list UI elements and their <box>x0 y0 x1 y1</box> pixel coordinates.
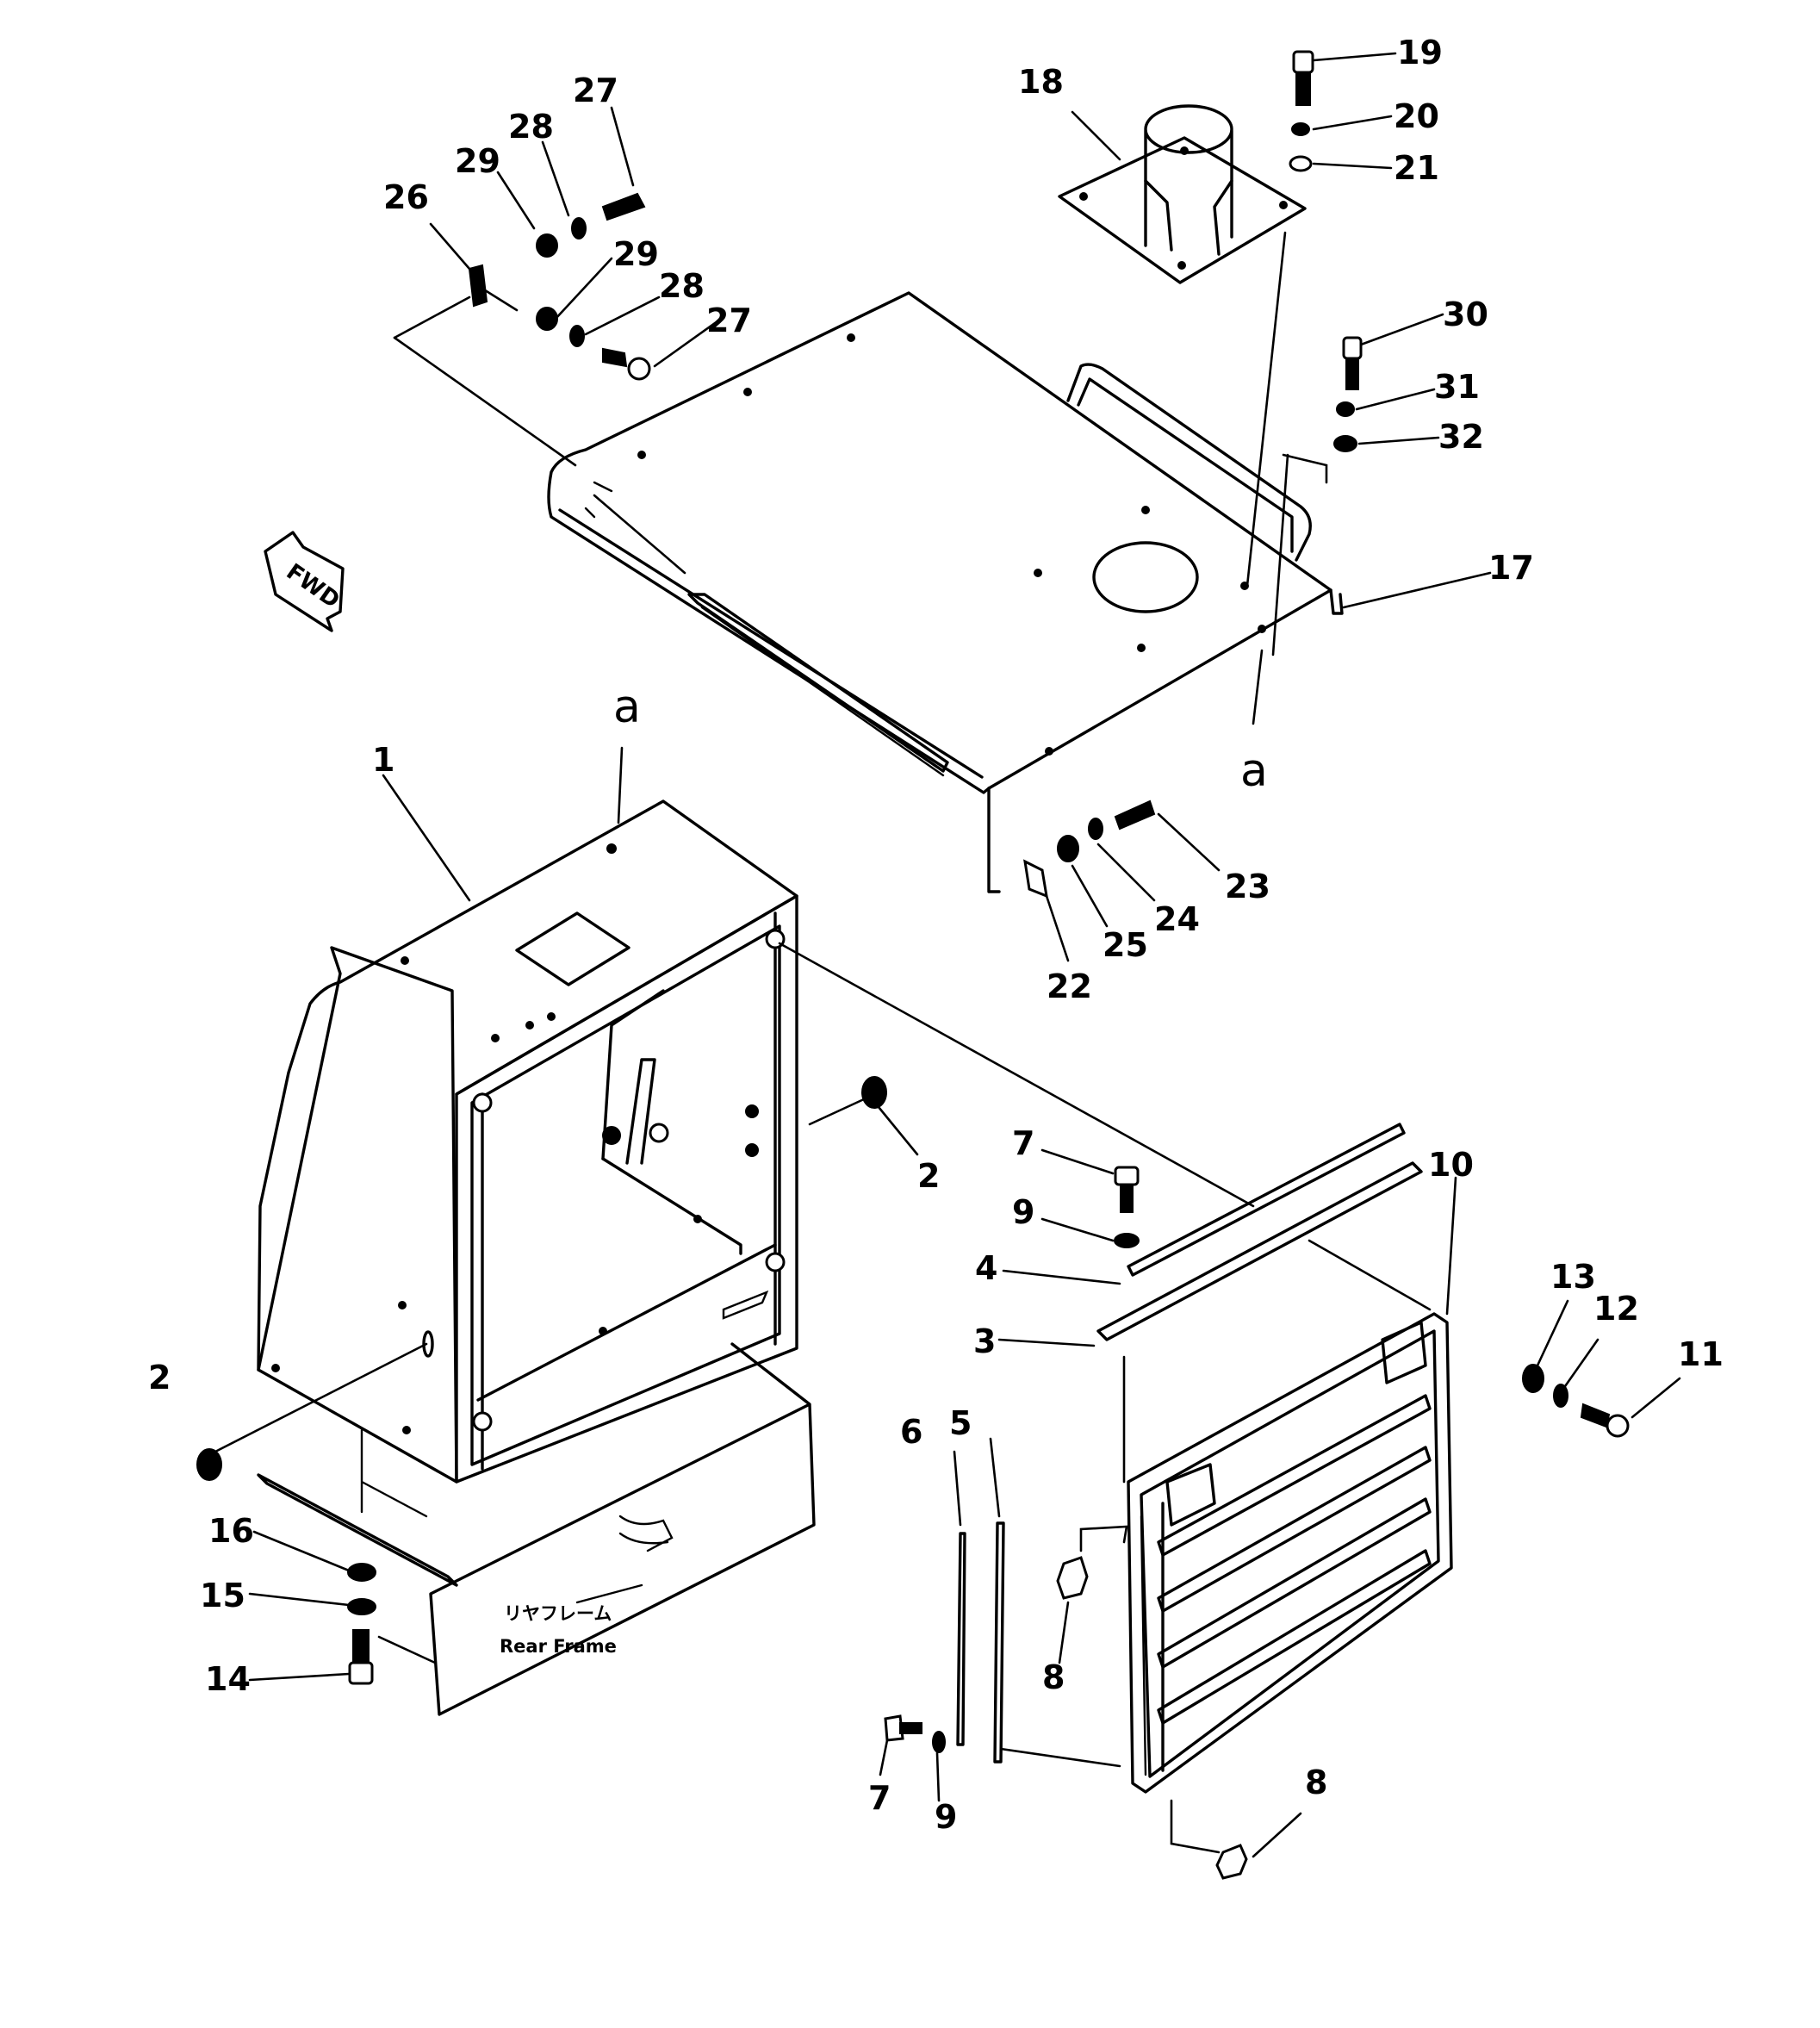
label-9: 9 <box>935 1798 957 1836</box>
exhaust-adapter-part <box>1058 104 1307 284</box>
label-5: 5 <box>949 1404 972 1442</box>
rear-frame-part <box>257 1342 816 1716</box>
label-3: 3 <box>973 1322 996 1360</box>
label-19: 19 <box>1397 34 1443 72</box>
hardware-parts <box>196 50 1630 1880</box>
part-number-labels: 1 2 2 3 4 5 6 7 7 8 8 9 9 10 11 12 13 14… <box>148 34 1724 1836</box>
label-31: 31 <box>1434 368 1480 406</box>
label-9: 9 <box>1012 1193 1034 1231</box>
label-25: 25 <box>1103 926 1148 964</box>
label-32: 32 <box>1438 418 1484 456</box>
label-30: 30 <box>1443 295 1488 333</box>
label-21: 21 <box>1394 149 1439 187</box>
label-23: 23 <box>1225 868 1270 905</box>
section-mark-a: a <box>1240 745 1268 797</box>
label-16: 16 <box>208 1512 254 1550</box>
label-22: 22 <box>1047 967 1092 1005</box>
label-24: 24 <box>1154 900 1200 938</box>
label-11: 11 <box>1678 1335 1724 1373</box>
label-6: 6 <box>900 1413 922 1451</box>
label-7: 7 <box>868 1779 891 1817</box>
top-cover-part <box>547 291 1344 893</box>
label-7: 7 <box>1012 1124 1034 1162</box>
label-2: 2 <box>917 1157 940 1195</box>
label-14: 14 <box>205 1660 251 1698</box>
label-8: 8 <box>1042 1658 1065 1696</box>
rear-frame-label-en: Rear Frame <box>500 1636 617 1657</box>
label-12: 12 <box>1593 1290 1639 1328</box>
label-29: 29 <box>455 142 500 180</box>
label-26: 26 <box>383 178 429 216</box>
label-10: 10 <box>1428 1146 1474 1184</box>
leader-lines <box>214 52 1681 1858</box>
rear-frame-label-jp: リヤフレーム <box>504 1603 612 1624</box>
label-8: 8 <box>1305 1764 1327 1801</box>
fwd-arrow-icon: FWD <box>264 531 345 632</box>
section-mark-a: a <box>613 681 641 733</box>
label-4: 4 <box>975 1249 997 1287</box>
label-28: 28 <box>508 108 554 146</box>
label-28: 28 <box>659 267 705 305</box>
hood-part <box>257 799 798 1484</box>
grille-part <box>1079 1312 1453 1794</box>
label-27: 27 <box>706 302 752 339</box>
label-1: 1 <box>372 741 394 779</box>
label-18: 18 <box>1018 63 1064 101</box>
strip-parts <box>956 1123 1423 1768</box>
label-27: 27 <box>573 72 618 109</box>
label-17: 17 <box>1488 549 1534 587</box>
label-15: 15 <box>200 1577 245 1614</box>
label-20: 20 <box>1394 97 1439 135</box>
label-13: 13 <box>1550 1258 1596 1296</box>
label-2: 2 <box>148 1359 171 1397</box>
label-29: 29 <box>613 235 659 273</box>
